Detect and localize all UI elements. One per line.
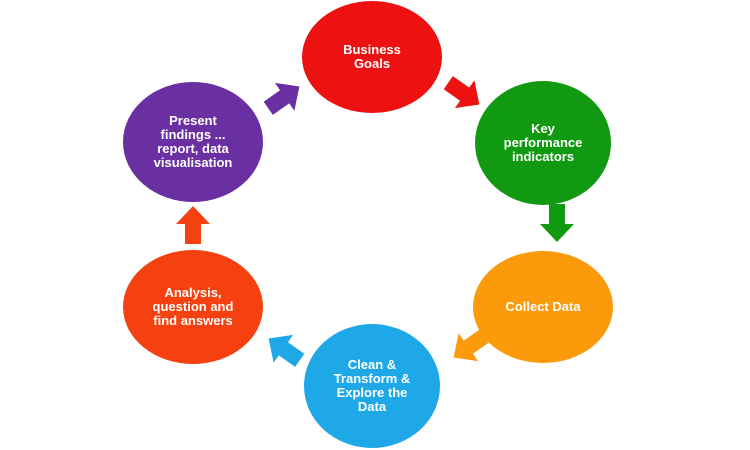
node-label-line: Transform & xyxy=(334,371,411,386)
node-label-line: indicators xyxy=(512,149,574,164)
node-label-line: Data xyxy=(358,399,387,414)
arrow-analysis-to-present-findings-icon xyxy=(176,206,210,244)
node-label-line: Clean & xyxy=(348,357,396,372)
nodes: BusinessGoalsKeyperformanceindicatorsCol… xyxy=(123,1,613,448)
node-label-line: Business xyxy=(343,42,401,57)
node-circle xyxy=(473,251,613,363)
node-label-line: Present xyxy=(169,113,217,128)
node-circle xyxy=(302,1,442,113)
node-label-line: Explore the xyxy=(337,385,408,400)
arrow-collect-data-to-clean-transform-icon xyxy=(453,329,490,362)
node-label-line: findings ... xyxy=(161,127,226,142)
node-label-line: performance xyxy=(504,135,583,150)
node-circle xyxy=(123,250,263,364)
node-collect-data: Collect Data xyxy=(473,251,613,363)
arrow-present-findings-to-business-goals-icon xyxy=(263,82,300,115)
node-label-line: question and xyxy=(153,299,234,314)
arrow-kpi-to-collect-data-icon xyxy=(540,204,574,242)
node-circle xyxy=(304,324,440,448)
node-label-line: report, data xyxy=(157,141,229,156)
node-label-line: Collect Data xyxy=(505,299,581,314)
arrow-clean-transform-to-analysis-icon xyxy=(268,334,305,367)
node-label-line: Analysis, xyxy=(164,285,221,300)
node-label-line: Goals xyxy=(354,56,390,71)
node-label-line: visualisation xyxy=(154,155,233,170)
arrow-business-goals-to-kpi-icon xyxy=(443,76,480,109)
node-circle xyxy=(475,81,611,205)
node-label-line: Key xyxy=(531,121,556,136)
arrows xyxy=(176,76,574,367)
node-label-line: find answers xyxy=(153,313,232,328)
node-circle xyxy=(123,82,263,202)
